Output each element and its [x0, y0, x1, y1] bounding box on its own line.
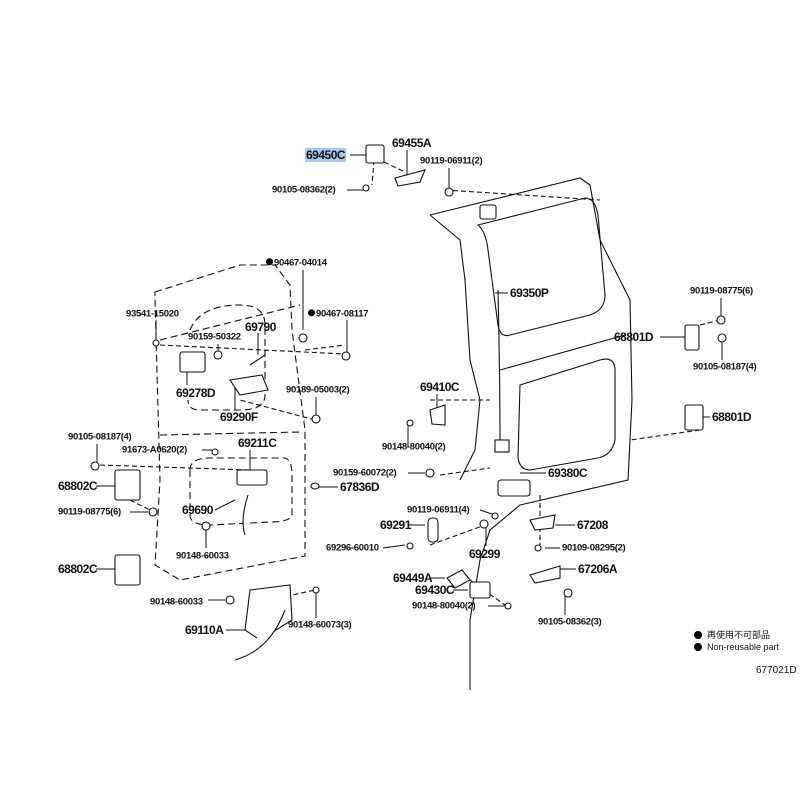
- leader-lines: [96, 150, 723, 631]
- right-door-outline: [429, 177, 633, 690]
- non-reusable-dot-icon: [694, 643, 702, 651]
- part-label[interactable]: 90105-08362(2): [272, 184, 336, 196]
- part-label[interactable]: 69290F: [220, 410, 258, 424]
- part-number: 90467-04014: [274, 257, 327, 269]
- part-label[interactable]: 67836D: [340, 480, 380, 494]
- part-label[interactable]: 91673-A0620(2): [122, 444, 187, 456]
- part-label[interactable]: 93541-15020: [126, 308, 179, 320]
- part-label[interactable]: 67208: [577, 518, 608, 532]
- diagram-id: 677021D: [756, 665, 797, 676]
- part-label[interactable]: 69350P: [510, 286, 549, 300]
- part-label[interactable]: 90148-60033: [176, 550, 229, 562]
- non-reusable-dot-icon: [694, 631, 702, 639]
- part-label[interactable]: 90148-60073(3): [288, 619, 352, 631]
- part-label[interactable]: 90148-80040(2): [382, 441, 446, 453]
- part-label[interactable]: 69790: [245, 320, 276, 334]
- non-reusable-dot-icon: [266, 258, 273, 266]
- legend-item-en: Non-reusable part: [694, 642, 779, 652]
- part-label[interactable]: 68801D: [614, 330, 654, 344]
- part-label[interactable]: 90105-08362(3): [538, 616, 602, 628]
- part-label[interactable]: 69430C: [415, 583, 455, 597]
- part-label[interactable]: 90119-06911(4): [407, 504, 470, 516]
- legend-text: Non-reusable part: [707, 642, 780, 652]
- part-label[interactable]: 90189-05003(2): [286, 384, 350, 396]
- part-number: 90467-08117: [316, 308, 369, 320]
- part-label[interactable]: 90105-08187(4): [68, 431, 132, 443]
- part-label[interactable]: 69449A: [393, 571, 433, 585]
- part-label[interactable]: 90148-80040(2): [412, 600, 476, 612]
- legend-item-jp: 再使用不可部品: [694, 628, 770, 641]
- part-label[interactable]: 69380C: [548, 466, 588, 480]
- part-label[interactable]: 68802C: [58, 479, 98, 493]
- part-label[interactable]: 90119-08775(6): [58, 506, 121, 518]
- part-label[interactable]: 90148-60033: [150, 596, 203, 608]
- part-label[interactable]: 69455A: [392, 136, 432, 150]
- part-label[interactable]: 90105-08187(4): [693, 361, 757, 373]
- part-label[interactable]: 69299: [469, 547, 500, 561]
- part-glyphs: [90, 144, 727, 661]
- part-label-highlighted[interactable]: 69450C: [305, 148, 347, 162]
- part-label[interactable]: 90119-08775(6): [690, 285, 753, 297]
- part-label[interactable]: 67206A: [578, 562, 618, 576]
- part-label[interactable]: 90119-06911(2): [420, 155, 483, 167]
- part-label-nonreusable[interactable]: 90467-08117: [308, 309, 368, 319]
- part-label[interactable]: 90109-08295(2): [562, 542, 626, 554]
- legend-text: 再使用不可部品: [707, 630, 771, 640]
- part-label[interactable]: 69291: [380, 518, 411, 532]
- non-reusable-dot-icon: [308, 309, 315, 317]
- part-label[interactable]: 69410C: [420, 380, 460, 394]
- left-door-outline: [154, 264, 306, 581]
- assembly-lines: [99, 159, 721, 606]
- part-label[interactable]: 69296-60010: [326, 542, 379, 554]
- part-label[interactable]: 90159-50322: [188, 331, 241, 343]
- part-label-nonreusable[interactable]: 90467-04014: [266, 258, 327, 268]
- part-label[interactable]: 69110A: [185, 623, 224, 637]
- part-label[interactable]: 68802C: [58, 562, 98, 576]
- part-label[interactable]: 68801D: [712, 410, 752, 424]
- part-label[interactable]: 69690: [182, 503, 213, 517]
- part-label[interactable]: 69278D: [176, 386, 216, 400]
- part-label[interactable]: 90159-60072(2): [333, 467, 397, 479]
- part-label[interactable]: 69211C: [238, 436, 277, 450]
